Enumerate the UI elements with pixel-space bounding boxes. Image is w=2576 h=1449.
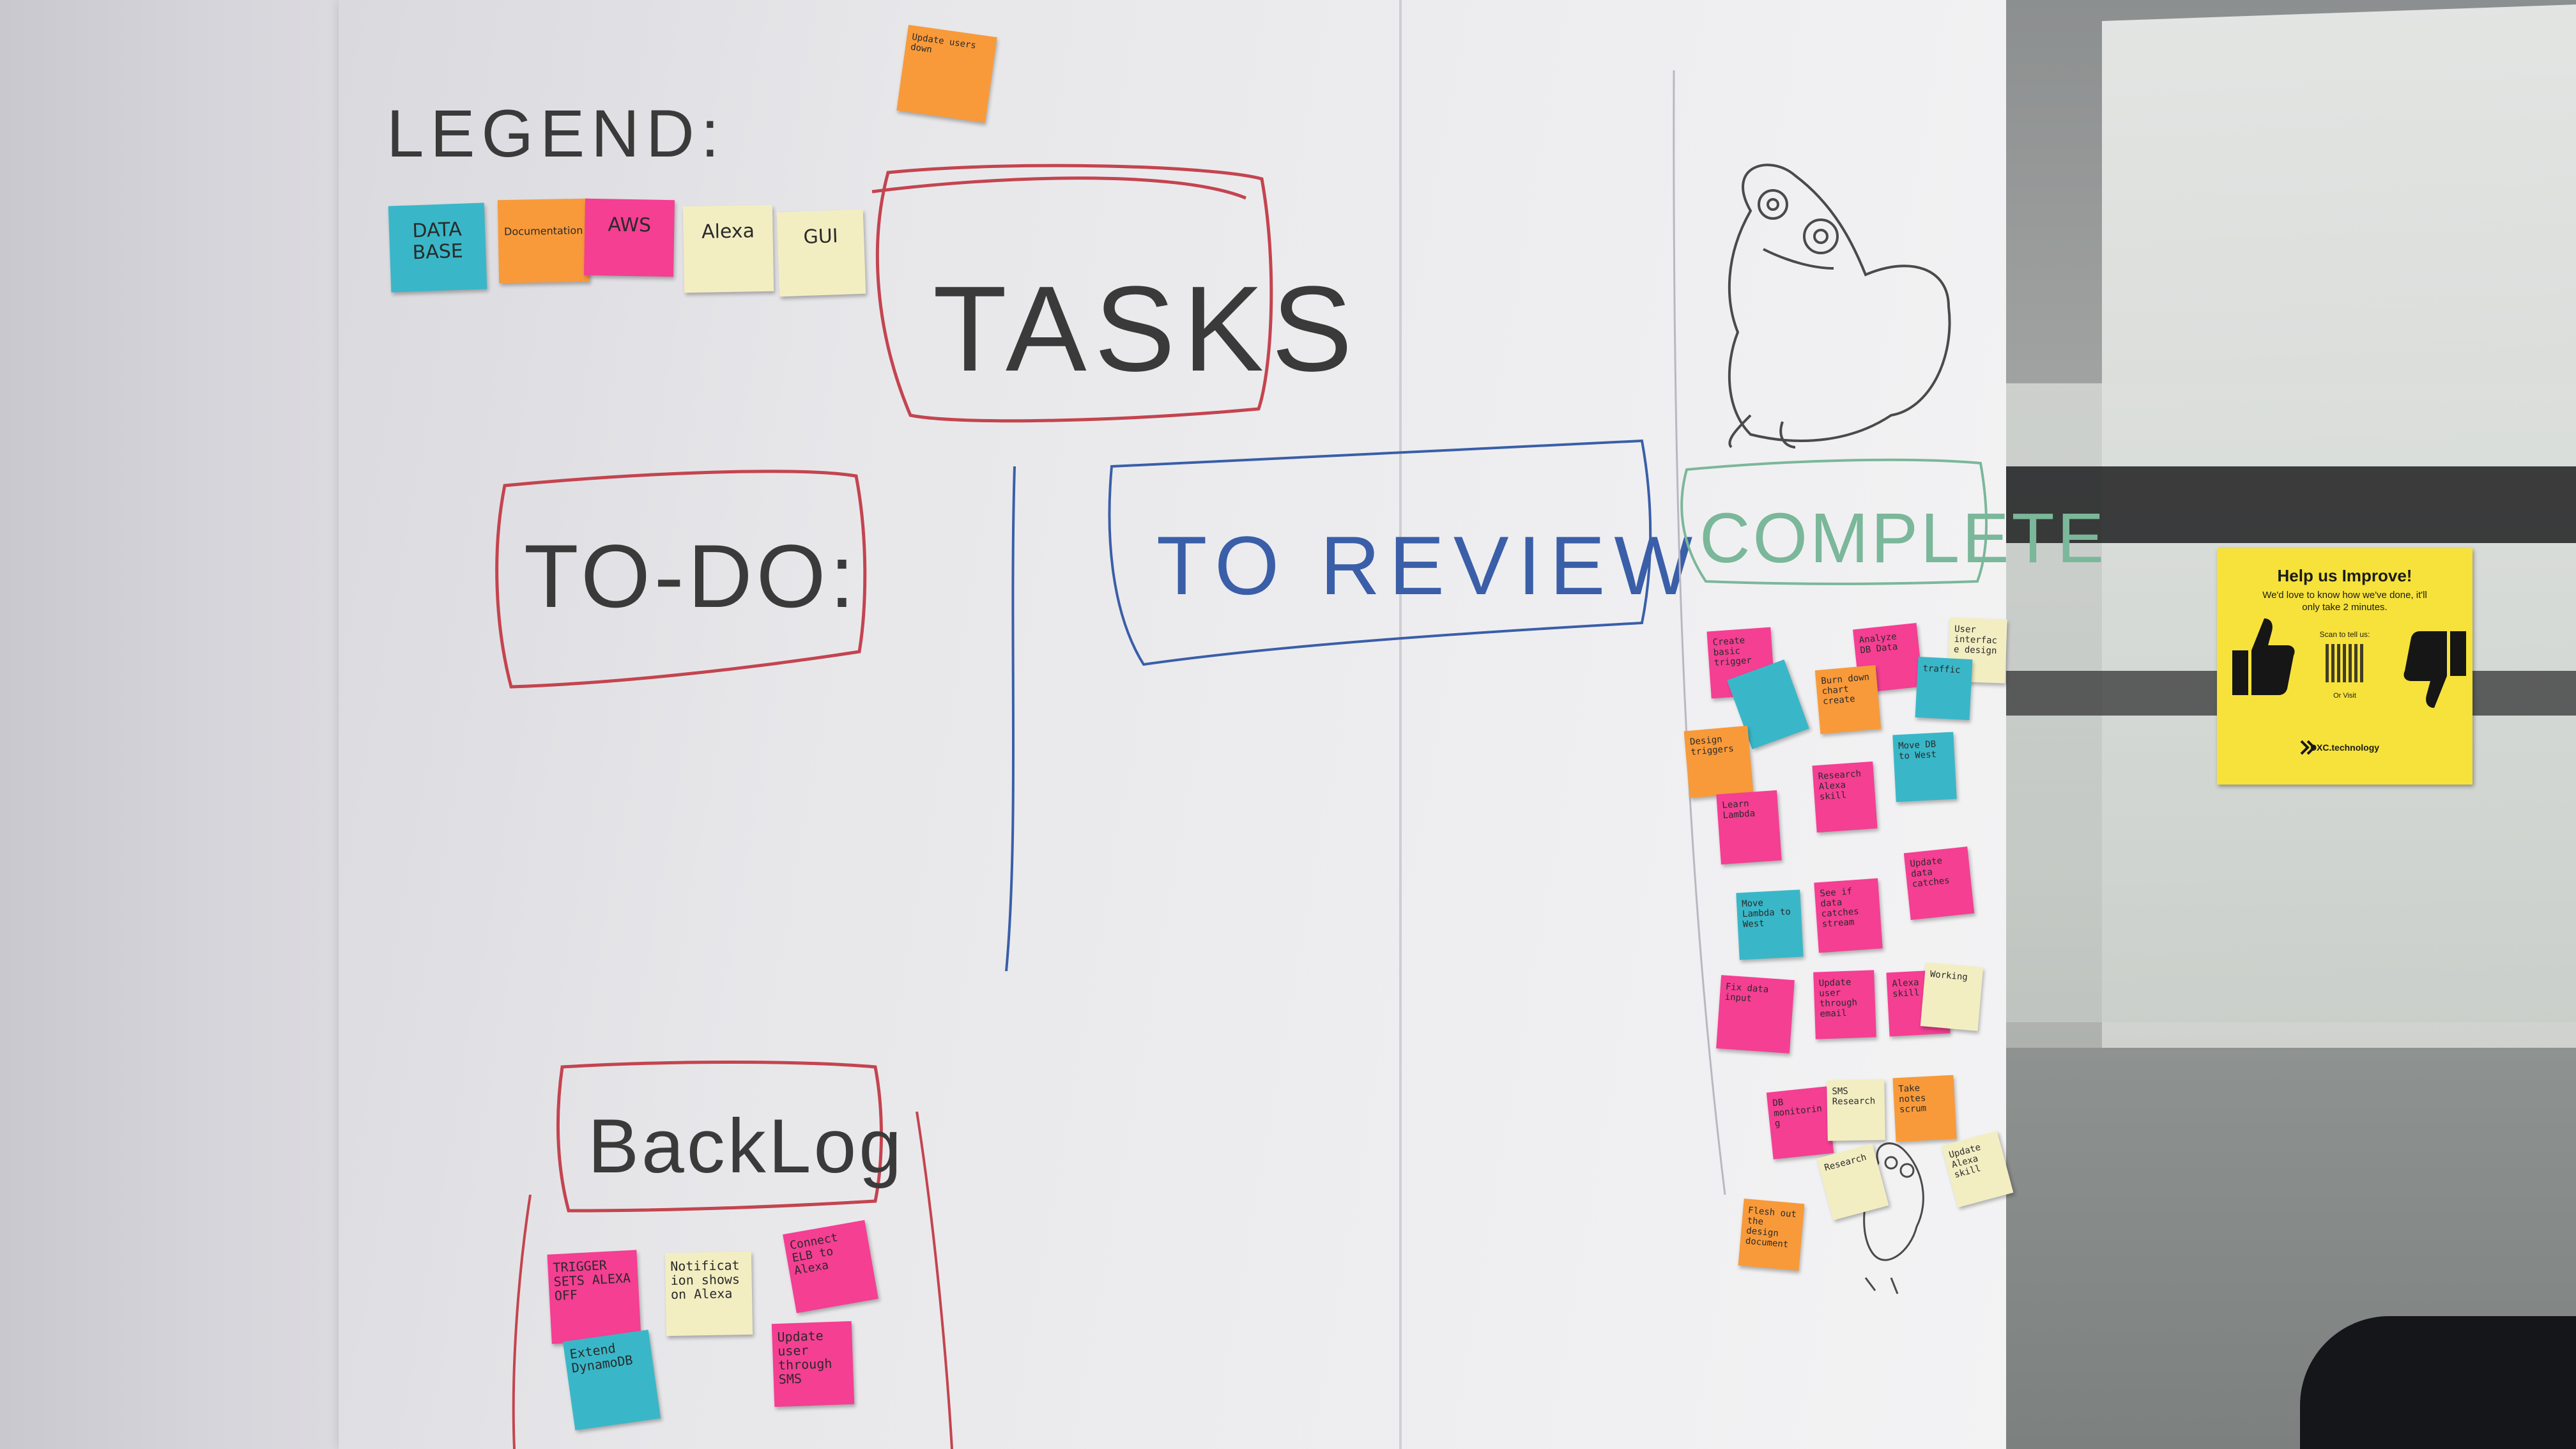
complete-note: Design triggers — [1683, 725, 1754, 799]
legend-note-gui: GUI — [776, 209, 866, 297]
complete-note: See if data catches stream — [1814, 878, 1883, 953]
review-box — [1108, 439, 1652, 666]
complete-note: Learn Lambda — [1716, 790, 1782, 865]
backlog-note: Notification shows on Alexa — [664, 1251, 753, 1337]
complete-note: SMS Research — [1827, 1079, 1885, 1141]
poster-visit-text: Or Visit — [2333, 692, 2356, 700]
dark-glass-band — [2006, 466, 2576, 543]
thumbs-down-icon — [2404, 631, 2466, 708]
complete-note: Take notes scrum — [1892, 1075, 1957, 1142]
legend-heading: LEGEND: — [387, 96, 726, 171]
backlog-note: Update user through SMS — [771, 1321, 855, 1407]
complete-note: DB monitoring — [1766, 1086, 1834, 1160]
poster-scan-text: Scan to tell us: — [2319, 630, 2370, 639]
complete-column-line — [1673, 70, 1726, 1195]
legend-note-alexa: Alexa — [682, 204, 774, 293]
backlog-note: Extend DynamoDB — [562, 1330, 661, 1430]
complete-box — [1680, 458, 1988, 585]
backlog-box — [556, 1061, 883, 1213]
complete-note: Update user through email — [1813, 970, 1876, 1039]
backlog-note: TRIGGER SETS ALEXA OFF — [547, 1250, 641, 1344]
complete-note: Move DB to West — [1892, 732, 1957, 802]
feedback-poster: Help us Improve! We'd love to know how w… — [2217, 548, 2472, 785]
top-note: Update users down — [896, 24, 997, 123]
thumbs-up-icon — [2232, 618, 2295, 695]
small-bird-doodle-icon — [1863, 1142, 1924, 1294]
poster-brand: DXC.technology — [2310, 742, 2380, 753]
brand-logo-icon — [2300, 740, 2315, 755]
todo-review-divider — [1005, 466, 1016, 972]
tasks-header: TASKS — [933, 261, 1360, 397]
complete-note: Fix data input — [1716, 975, 1795, 1054]
whiteboard-seam — [1399, 0, 1402, 1449]
todo-box — [495, 470, 867, 689]
qr-code-icon — [2326, 644, 2364, 682]
complete-note: Burn down chart create — [1814, 665, 1882, 734]
complete-note: Move Lambda to West — [1736, 889, 1804, 960]
poster-title: Help us Improve! — [2277, 566, 2412, 585]
legend-note-documentation: Documentation — [497, 198, 590, 284]
poster-subtitle: We'd love to know how we've done, it'll … — [2262, 590, 2427, 613]
complete-note: Working — [1920, 962, 1984, 1031]
backlog-header: BackLog — [588, 1103, 904, 1189]
legend-note-database: DATA BASE — [388, 203, 487, 293]
left-wall — [0, 0, 358, 1449]
office-chair — [2300, 1316, 2576, 1449]
bird-doodle-icon — [1728, 164, 1951, 448]
review-header: TO REVIEW — [1156, 519, 1701, 612]
complete-note: traffic — [1915, 656, 1973, 721]
tasks-box — [871, 164, 1273, 423]
complete-note: Update data catches — [1903, 847, 1975, 920]
todo-header: TO-DO: — [524, 526, 858, 626]
complete-header: COMPLETE — [1699, 499, 2106, 578]
backlog-column-lines — [512, 1111, 953, 1449]
complete-note: Flesh out the design document — [1738, 1199, 1805, 1271]
legend-note-aws: AWS — [583, 198, 675, 277]
complete-note: Research Alexa skill — [1812, 761, 1878, 833]
backlog-note: Connect ELB to Alexa — [783, 1220, 878, 1314]
